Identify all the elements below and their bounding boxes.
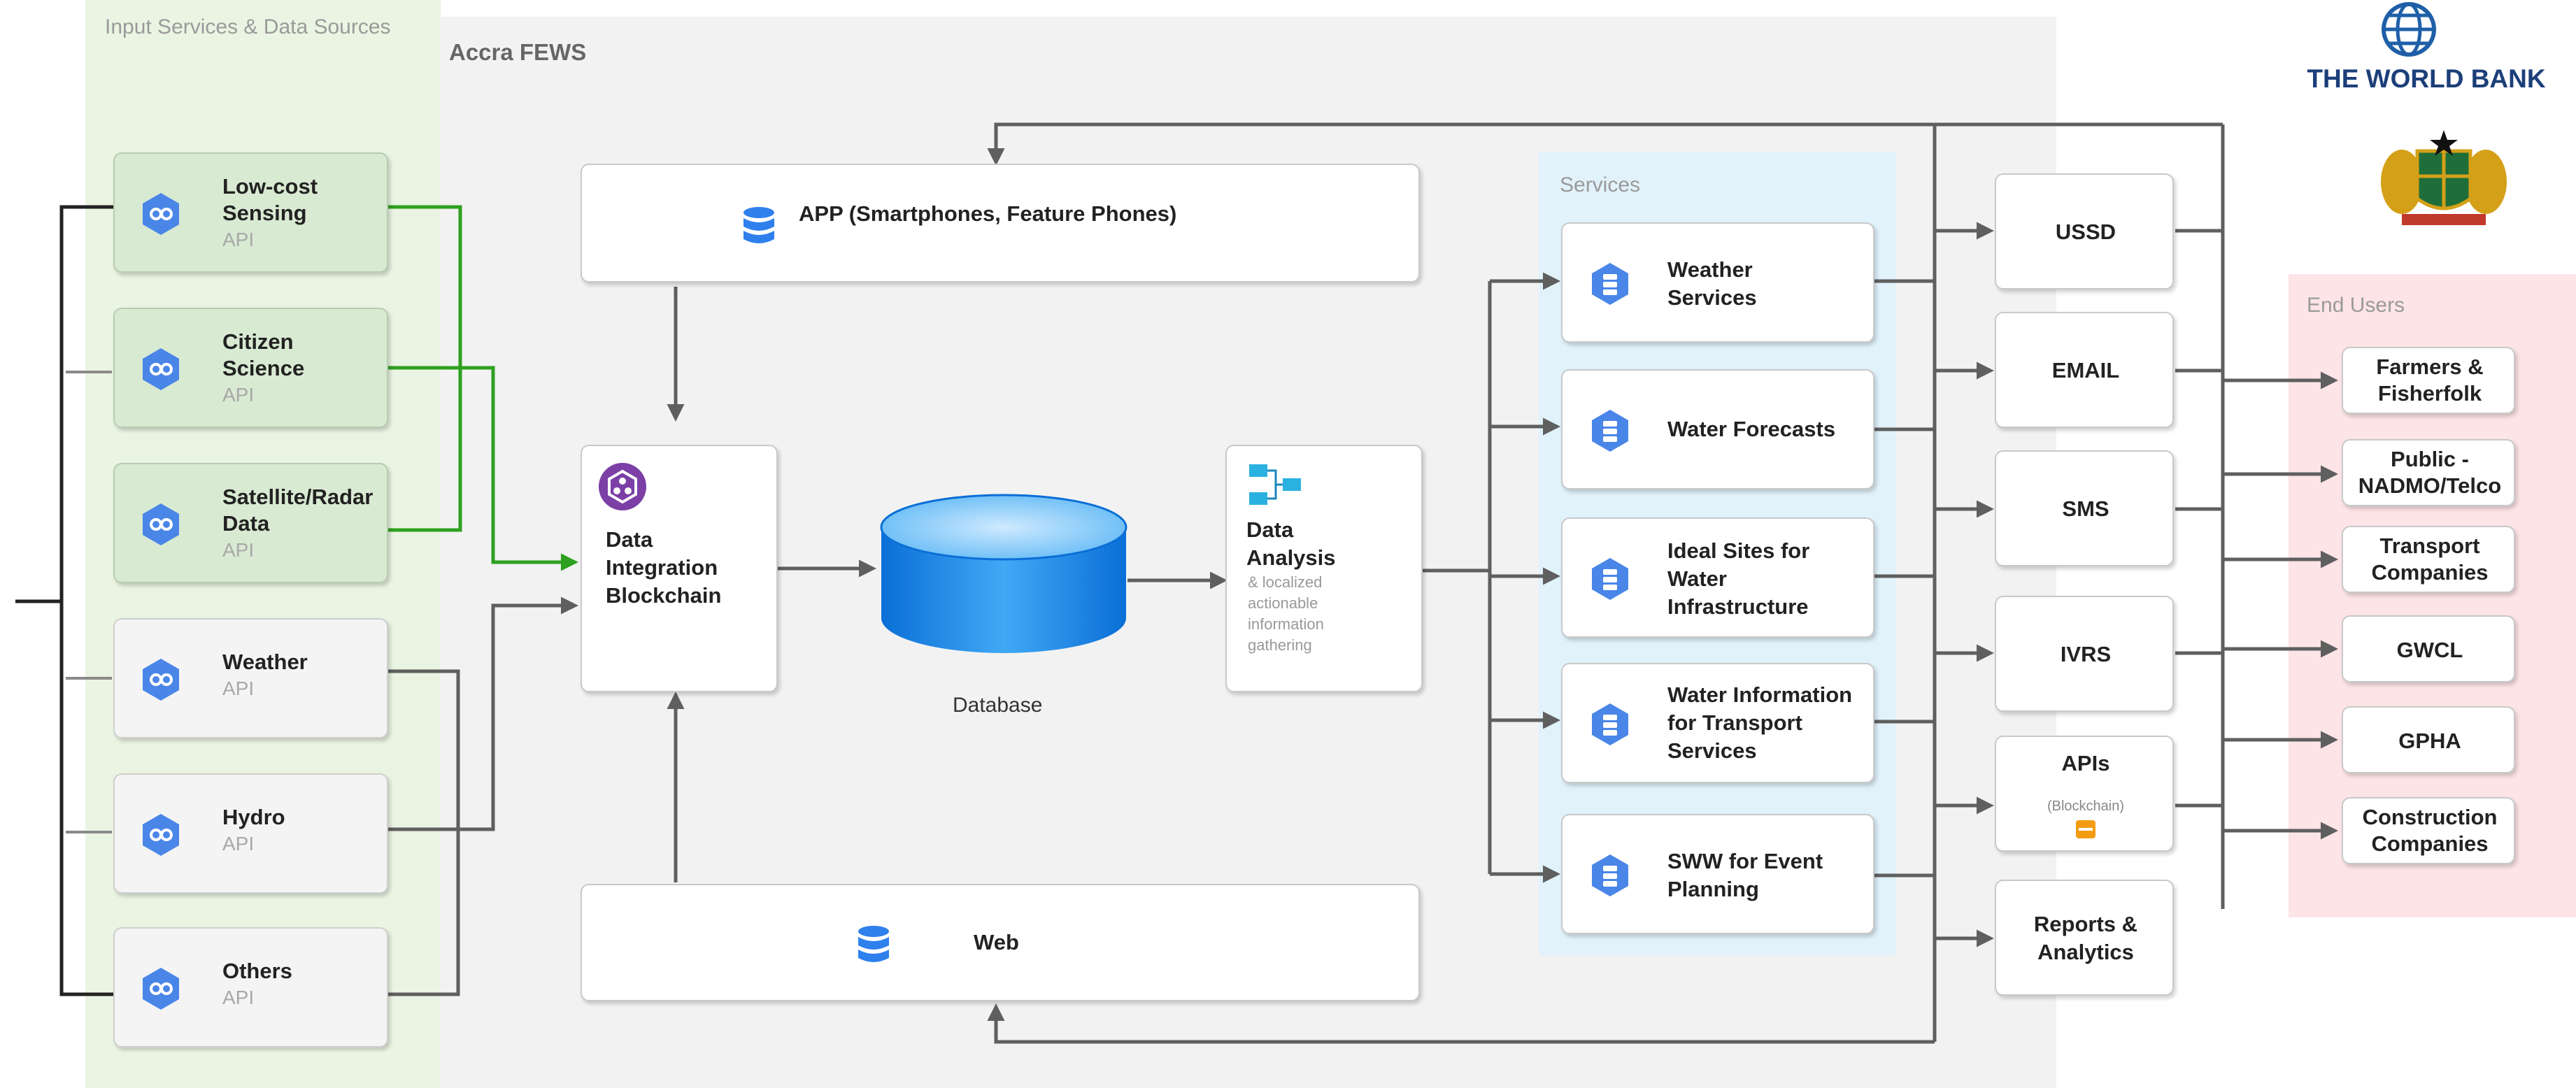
data-analysis-title: Data Analysis xyxy=(1246,517,1336,570)
google-cloud-endpoints-hex-icon xyxy=(143,193,179,235)
blockchain-hexagon-icon xyxy=(599,463,646,510)
service-card-water-info-transport[interactable]: Water Information for Transport Services xyxy=(1561,663,1874,783)
service-card-ideal-sites[interactable]: Ideal Sites for Water Infrastructure xyxy=(1561,517,1874,638)
end-user-label: Farmers & Fisherfolk xyxy=(2376,355,2484,406)
web-label: Web xyxy=(974,930,1019,954)
end-user-label: Construction Companies xyxy=(2362,805,2498,856)
input-title: Low-cost Sensing xyxy=(222,174,318,225)
data-integration-label: Data Integration Blockchain xyxy=(606,527,722,608)
end-user-label: GWCL xyxy=(2396,638,2463,662)
input-title: Others xyxy=(222,959,292,983)
input-card-low-cost-sensing[interactable]: Low-cost Sensing API xyxy=(113,152,388,273)
channel-label: APIs xyxy=(2061,751,2110,775)
google-cloud-endpoints-hex-icon xyxy=(143,659,179,701)
channel-label: IVRS xyxy=(2060,642,2112,666)
database-icon xyxy=(743,207,774,243)
channel-label: EMAIL xyxy=(2051,358,2120,382)
database-cylinder-icon xyxy=(880,494,1127,653)
service-card-weather-services[interactable]: Weather Services xyxy=(1561,222,1874,343)
channel-card-ivrs[interactable]: IVRS xyxy=(1995,596,2174,712)
service-label: Ideal Sites for Water Infrastructure xyxy=(1667,538,1810,619)
google-cloud-endpoints-hex-icon xyxy=(143,814,179,856)
google-cloud-endpoints-hex-icon xyxy=(143,503,179,545)
services-zone-label: Services xyxy=(1560,173,1641,196)
channel-card-email[interactable]: EMAIL xyxy=(1995,312,2174,428)
google-cloud-storage-hex-icon xyxy=(1592,854,1628,896)
google-cloud-storage-hex-icon xyxy=(1592,410,1628,452)
service-label: Weather Services xyxy=(1667,257,1757,310)
input-title: Weather xyxy=(222,650,308,674)
end-user-card-construction-companies[interactable]: Construction Companies xyxy=(2342,797,2515,864)
input-subtitle: API xyxy=(222,384,255,406)
data-integration-blockchain-card[interactable]: Data Integration Blockchain xyxy=(581,445,778,692)
input-title: Citizen Science xyxy=(222,329,305,380)
accra-fews-zone-label: Accra FEWS xyxy=(449,39,587,65)
app-card[interactable]: APP (Smartphones, Feature Phones) xyxy=(581,164,1420,282)
end-user-card-gwcl[interactable]: GWCL xyxy=(2342,615,2515,682)
input-subtitle: API xyxy=(222,229,255,250)
dataflow-icon xyxy=(1249,464,1301,505)
data-analysis-card[interactable]: Data Analysis & localized actionable inf… xyxy=(1225,445,1423,692)
end-user-card-public-nadmo-telco[interactable]: Public - NADMO/Telco xyxy=(2342,439,2515,506)
database-icon xyxy=(858,926,889,962)
end-user-label: Transport Companies xyxy=(2371,534,2489,585)
channel-card-sms[interactable]: SMS xyxy=(1995,450,2174,566)
input-sources-zone-label: Input Services & Data Sources xyxy=(105,15,391,38)
input-subtitle: API xyxy=(222,539,255,561)
google-cloud-storage-hex-icon xyxy=(1592,558,1628,600)
api-token-icon xyxy=(2076,820,2095,838)
end-user-card-gpha[interactable]: GPHA xyxy=(2342,706,2515,773)
input-subtitle: API xyxy=(222,678,255,699)
channel-card-ussd[interactable]: USSD xyxy=(1995,173,2174,289)
input-card-satellite-radar[interactable]: Satellite/Radar Data API xyxy=(113,463,388,583)
google-cloud-storage-hex-icon xyxy=(1592,703,1628,745)
input-card-hydro[interactable]: Hydro API xyxy=(113,773,388,894)
ghana-coat-of-arms-icon xyxy=(2381,130,2507,225)
google-cloud-endpoints-hex-icon xyxy=(143,968,179,1010)
input-subtitle: API xyxy=(222,833,255,854)
channel-card-reports-analytics[interactable]: Reports & Analytics xyxy=(1995,880,2174,996)
end-user-label: Public - NADMO/Telco xyxy=(2358,447,2502,498)
input-card-weather[interactable]: Weather API xyxy=(113,618,388,738)
service-card-water-forecasts[interactable]: Water Forecasts xyxy=(1561,369,1874,489)
service-label: Water Forecasts xyxy=(1667,417,1836,441)
end-user-label: GPHA xyxy=(2398,729,2461,753)
input-title: Satellite/Radar Data xyxy=(222,485,373,536)
web-card[interactable]: Web xyxy=(581,884,1420,1001)
world-bank-logo-text: THE WORLD BANK xyxy=(2307,64,2546,93)
app-label: APP (Smartphones, Feature Phones) xyxy=(799,201,1177,226)
channel-card-apis[interactable]: APIs (Blockchain) xyxy=(1995,736,2174,852)
data-analysis-subtitle: & localized actionable information gathe… xyxy=(1248,573,1324,654)
channel-label: USSD xyxy=(2055,220,2116,244)
input-card-others[interactable]: Others API xyxy=(113,927,388,1047)
channel-label: SMS xyxy=(2062,496,2109,521)
channel-label: Reports & Analytics xyxy=(2033,912,2138,964)
service-label: SWW for Event Planning xyxy=(1667,849,1823,901)
input-card-citizen-science[interactable]: Citizen Science API xyxy=(113,308,388,428)
google-cloud-storage-hex-icon xyxy=(1592,263,1628,305)
end-users-zone-label: End Users xyxy=(2307,294,2405,317)
input-subtitle: API xyxy=(222,987,255,1008)
database-label: Database xyxy=(953,694,1043,717)
channel-apis-subtitle: (Blockchain) xyxy=(2047,799,2125,814)
end-user-card-farmers-fisherfolk[interactable]: Farmers & Fisherfolk xyxy=(2342,347,2515,414)
world-bank-globe-icon xyxy=(2382,2,2436,57)
end-user-card-transport-companies[interactable]: Transport Companies xyxy=(2342,526,2515,593)
input-title: Hydro xyxy=(222,805,285,829)
google-cloud-endpoints-hex-icon xyxy=(143,348,179,390)
service-card-sww-event-planning[interactable]: SWW for Event Planning xyxy=(1561,814,1874,934)
service-label: Water Information for Transport Services xyxy=(1667,682,1853,763)
